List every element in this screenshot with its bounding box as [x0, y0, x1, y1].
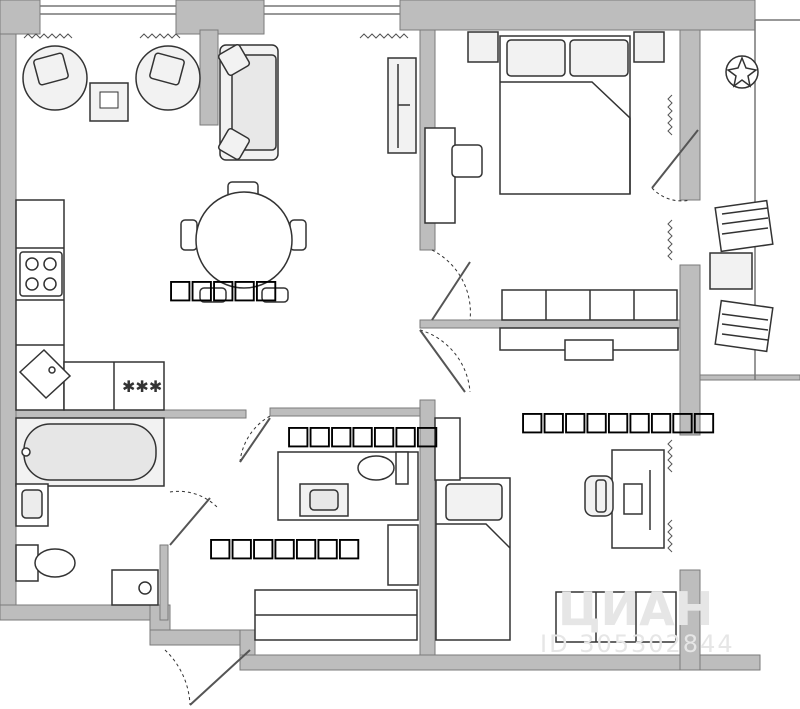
balcony-table: [709, 252, 753, 290]
armchair-left: [22, 45, 88, 111]
office-chair: [584, 475, 614, 517]
watermark-id: ID 305302844: [540, 630, 735, 658]
sofa: [217, 43, 279, 161]
shelving: [555, 591, 677, 643]
walls: [0, 0, 800, 671]
deck-chair: [714, 199, 774, 253]
washbasin-left: [15, 483, 49, 527]
desk: [611, 449, 665, 549]
kitchen-sink-icon: [18, 348, 72, 400]
room-label-hall: □□□□□□□: [210, 527, 360, 567]
bathtub: [15, 417, 165, 487]
single-bed: [435, 477, 511, 641]
double-bed: [499, 35, 631, 195]
book-icon: [99, 91, 119, 109]
shoe-rack: [434, 417, 461, 481]
oven-icon: ✱✱✱: [122, 377, 162, 396]
armchair-right: [135, 45, 201, 111]
washing-machine: [111, 569, 159, 606]
nightstand: [467, 31, 499, 63]
curtains: [23, 33, 673, 553]
deck-chair: [714, 299, 774, 353]
room-label-bathroom: □□□□□□□: [288, 415, 438, 455]
watermark-brand: ЦИАН: [558, 582, 713, 636]
room-label-bedroom: □□□□□□□□□: [522, 401, 715, 441]
hall-wardrobe: [254, 589, 418, 641]
vanity-table: [424, 127, 483, 224]
dining-table: [180, 181, 307, 303]
tv-stand: [387, 57, 417, 154]
door-leaves: [169, 129, 699, 706]
toilet-left: [15, 544, 76, 582]
balcony-plant-icon: [725, 55, 759, 89]
nightstand: [633, 31, 665, 63]
wardrobe: [499, 289, 679, 361]
center-bathroom: [277, 451, 419, 586]
room-label-living: □□□□□: [170, 269, 277, 309]
stove-icon: [19, 251, 63, 297]
door-swings: [164, 187, 691, 706]
